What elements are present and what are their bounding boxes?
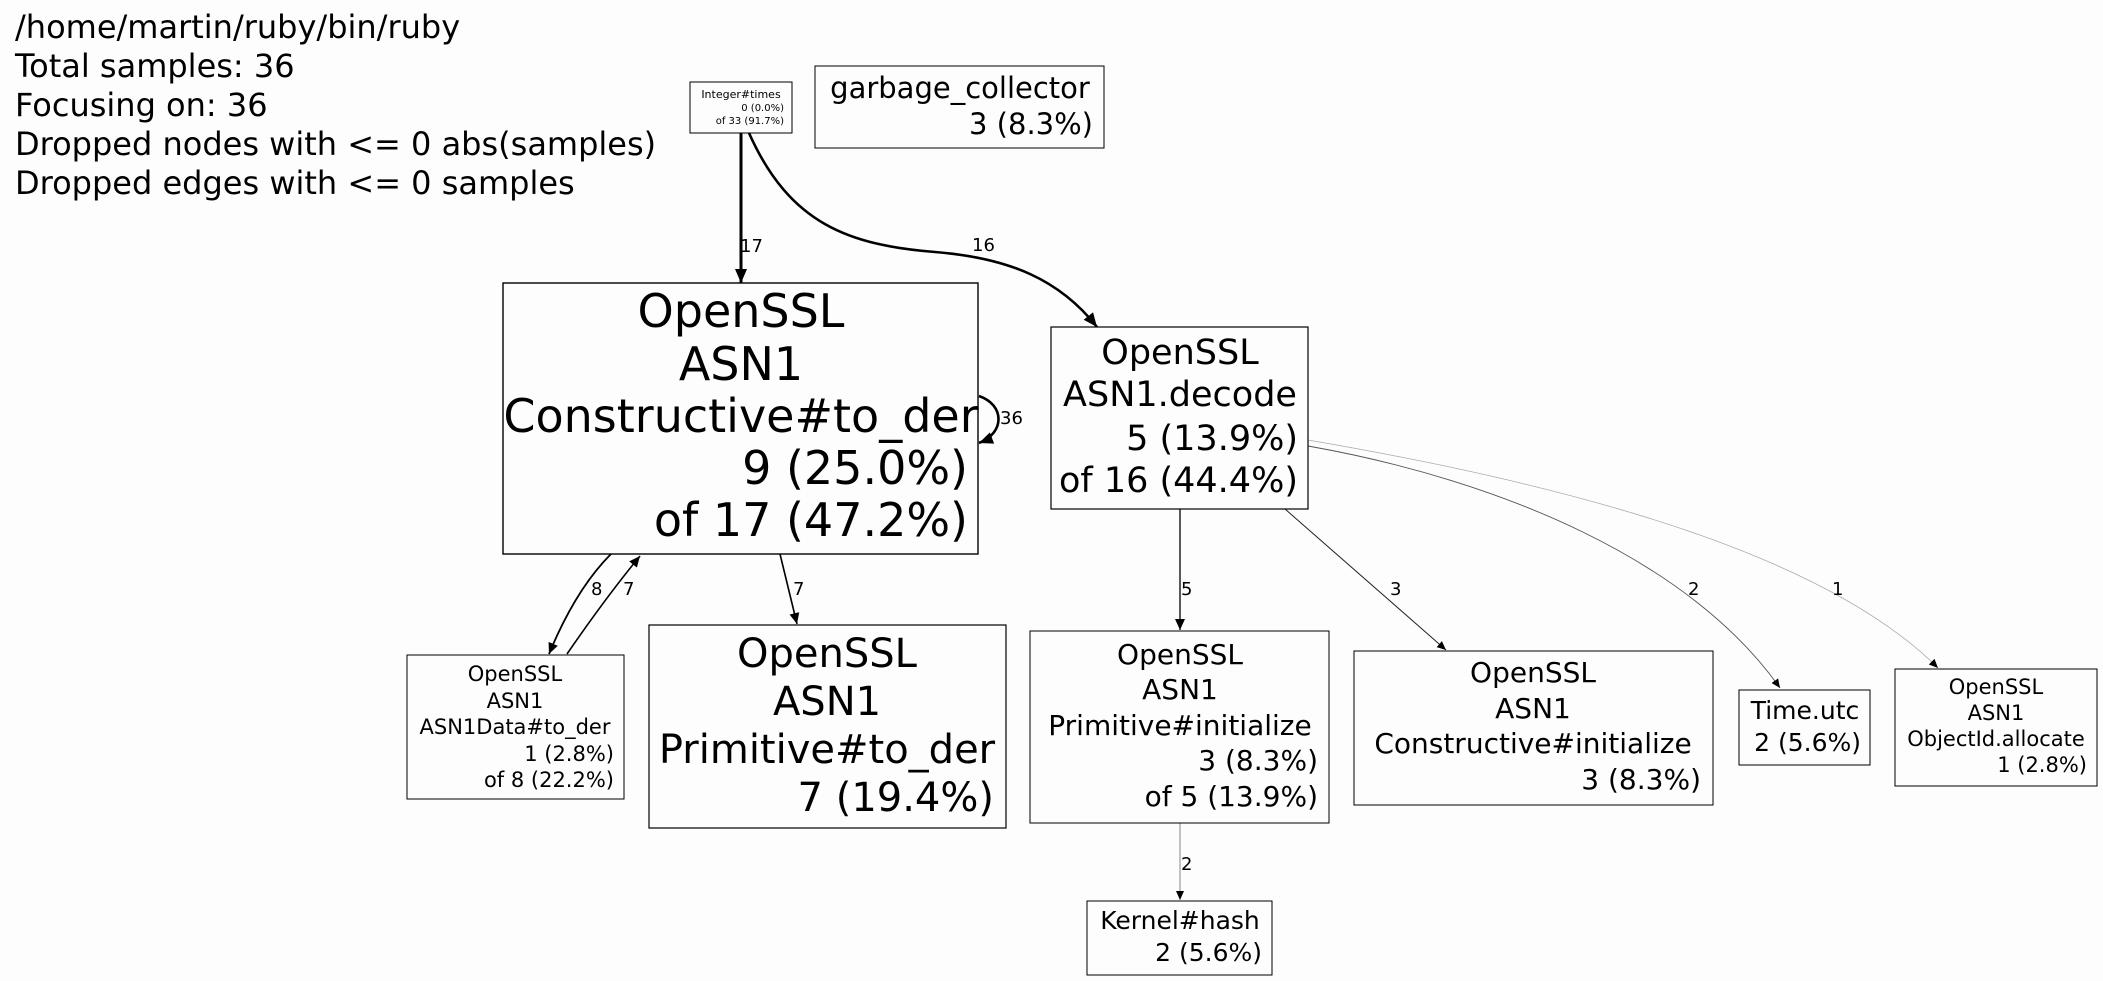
edge-constructive-to-primitive-to-der: [779, 553, 800, 625]
node-constructive-to-der[interactable]: OpenSSL ASN1 Constructive#to_der 9 (25.0…: [502, 282, 979, 555]
edge-decode-to-constructive-initialize: [1284, 508, 1447, 651]
edge-constructive-to-asn1data: [548, 553, 612, 655]
node-label: garbage_collector: [830, 71, 1090, 105]
node-constructive-initialize[interactable]: OpenSSL ASN1 Constructive#initialize 3 (…: [1353, 650, 1714, 806]
node-primitive-to-der[interactable]: OpenSSL ASN1 Primitive#to_der 7 (19.4%): [648, 624, 1007, 829]
node-label: ObjectId.allocate: [1907, 727, 2085, 751]
node-label: OpenSSL: [737, 631, 918, 677]
node-label: Constructive#to_der: [503, 389, 978, 443]
node-label: ASN1: [679, 337, 803, 391]
edge-asn1data-to-constructive: [566, 555, 641, 655]
node-label: 3 (8.3%): [969, 107, 1093, 141]
nodes: Integer#times 0 (0.0%) of 33 (91.7%) gar…: [406, 65, 2098, 976]
node-label: 3 (8.3%): [1581, 763, 1701, 796]
legend-line: Dropped nodes with <= 0 abs(samples): [15, 125, 656, 163]
node-label: Time.utc: [1750, 696, 1860, 725]
edge-decode-to-objectid-allocate: [1307, 439, 1939, 669]
node-label: 1 (2.8%): [1997, 753, 2087, 777]
node-label: Primitive#to_der: [659, 727, 996, 773]
node-primitive-initialize[interactable]: OpenSSL ASN1 Primitive#initialize 3 (8.3…: [1029, 630, 1330, 824]
node-label: Integer#times: [701, 88, 781, 101]
node-label: of 17 (47.2%): [654, 493, 968, 547]
node-label: 7 (19.4%): [798, 775, 994, 821]
node-label: OpenSSL: [468, 662, 563, 686]
node-asn1data-to-der[interactable]: OpenSSL ASN1 ASN1Data#to_der 1 (2.8%) of…: [406, 654, 625, 800]
edge-times-to-decode: [747, 132, 1099, 328]
node-label: 9 (25.0%): [742, 441, 968, 495]
node-label: ASN1: [1495, 692, 1571, 725]
node-label: 1 (2.8%): [524, 742, 614, 766]
node-label: ASN1.decode: [1063, 375, 1297, 415]
node-label: ASN1: [773, 679, 881, 725]
node-label: 3 (8.3%): [1198, 744, 1318, 777]
node-label: ASN1: [1142, 673, 1218, 706]
node-label: 2 (5.6%): [1754, 728, 1861, 757]
edge-label: 8: [591, 579, 602, 600]
edge-label: 3: [1390, 579, 1401, 600]
edge-label: 7: [793, 579, 804, 600]
node-label: OpenSSL: [1470, 656, 1596, 689]
legend-line: /home/martin/ruby/bin/ruby: [15, 8, 460, 46]
node-label: 0 (0.0%): [741, 103, 784, 114]
edge-label: 36: [1000, 408, 1023, 429]
edges: 17 16 36 8 7 7 5 3 2 1 2: [548, 132, 1939, 900]
node-label: ASN1: [1968, 701, 2025, 725]
edge-label: 1: [1832, 579, 1843, 600]
node-label: ASN1Data#to_der: [420, 715, 611, 740]
node-label: 5 (13.9%): [1126, 419, 1298, 459]
node-kernel-hash[interactable]: Kernel#hash 2 (5.6%): [1086, 900, 1273, 976]
node-objectid-allocate[interactable]: OpenSSL ASN1 ObjectId.allocate 1 (2.8%): [1894, 668, 2098, 787]
node-label: of 33 (91.7%): [716, 116, 784, 127]
node-label: OpenSSL: [1949, 675, 2044, 699]
node-label: of 8 (22.2%): [484, 768, 614, 792]
edge-label: 5: [1181, 579, 1192, 600]
edge-self-loop: [978, 394, 1000, 445]
node-label: 2 (5.6%): [1155, 938, 1262, 967]
node-asn1-decode[interactable]: OpenSSL ASN1.decode 5 (13.9%) of 16 (44.…: [1050, 326, 1309, 510]
node-label: OpenSSL: [1117, 638, 1243, 671]
node-label: Kernel#hash: [1100, 906, 1260, 935]
node-label: Primitive#initialize: [1048, 709, 1311, 742]
edge-label: 2: [1181, 854, 1192, 875]
edge-label: 7: [623, 579, 634, 600]
node-label: Constructive#initialize: [1374, 727, 1691, 760]
node-label: OpenSSL: [1101, 333, 1259, 373]
node-time-utc[interactable]: Time.utc 2 (5.6%): [1738, 689, 1871, 766]
edge-label: 17: [740, 236, 763, 257]
edge-label: 16: [972, 235, 995, 256]
node-label: OpenSSL: [638, 284, 845, 338]
node-garbage-collector[interactable]: garbage_collector 3 (8.3%): [814, 65, 1105, 149]
edge-label: 2: [1688, 579, 1699, 600]
node-integer-times[interactable]: Integer#times 0 (0.0%) of 33 (91.7%): [689, 81, 793, 134]
legend-line: Total samples: 36: [14, 47, 295, 85]
legend-line: Dropped edges with <= 0 samples: [15, 164, 575, 202]
edge-decode-to-time-utc: [1307, 445, 1781, 689]
legend-line: Focusing on: 36: [15, 86, 268, 124]
node-label: of 16 (44.4%): [1059, 461, 1298, 501]
node-label: of 5 (13.9%): [1145, 780, 1318, 813]
legend: /home/martin/ruby/bin/ruby Total samples…: [14, 8, 656, 202]
node-label: ASN1: [487, 689, 544, 713]
